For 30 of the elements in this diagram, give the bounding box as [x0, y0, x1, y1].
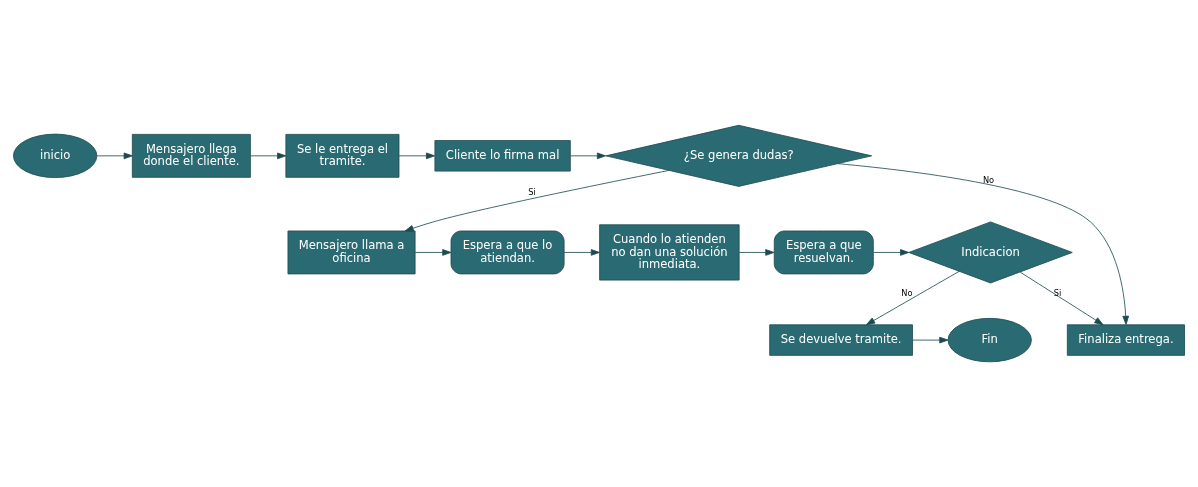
node-box: Mensajero llama a oficina: [287, 230, 416, 275]
edge-label: No: [982, 175, 995, 186]
arrow: [912, 336, 949, 344]
node-box: Se le entrega el tramite.: [285, 133, 400, 178]
arrow: [96, 152, 133, 160]
arrow: [398, 152, 436, 160]
node-box: Cliente lo firma mal: [434, 140, 571, 172]
node-box: Cuando lo atienden no dan una solución inmediata.: [599, 224, 740, 281]
edge-label: Si: [1053, 287, 1062, 298]
arrow: [1019, 271, 1104, 326]
arrow: [837, 163, 1130, 325]
node-ellipse: Fin: [947, 317, 1032, 363]
arrow: [414, 249, 452, 256]
arrow: [404, 170, 670, 232]
arrow: [563, 249, 600, 256]
arrow: [866, 270, 960, 326]
edge-label: Si: [528, 187, 536, 198]
arrow: [738, 249, 775, 256]
node-box: Finaliza entrega.: [1066, 324, 1185, 356]
arrow: [250, 152, 287, 160]
arrow: [873, 249, 910, 256]
edge-label: No: [901, 287, 913, 298]
node-box: Mensajero llega donde el cliente.: [131, 133, 251, 178]
node-box: Se devuelve tramite.: [769, 324, 913, 356]
arrow: [570, 152, 606, 160]
node-box: Espera a que lo atiendan.: [450, 230, 565, 275]
node-diamond: Indicacion: [908, 221, 1073, 284]
node-ellipse: inicio: [13, 133, 98, 178]
node-diamond: ¿Se genera dudas?: [605, 124, 873, 187]
node-box: Espera a que resuelvan.: [773, 230, 874, 275]
